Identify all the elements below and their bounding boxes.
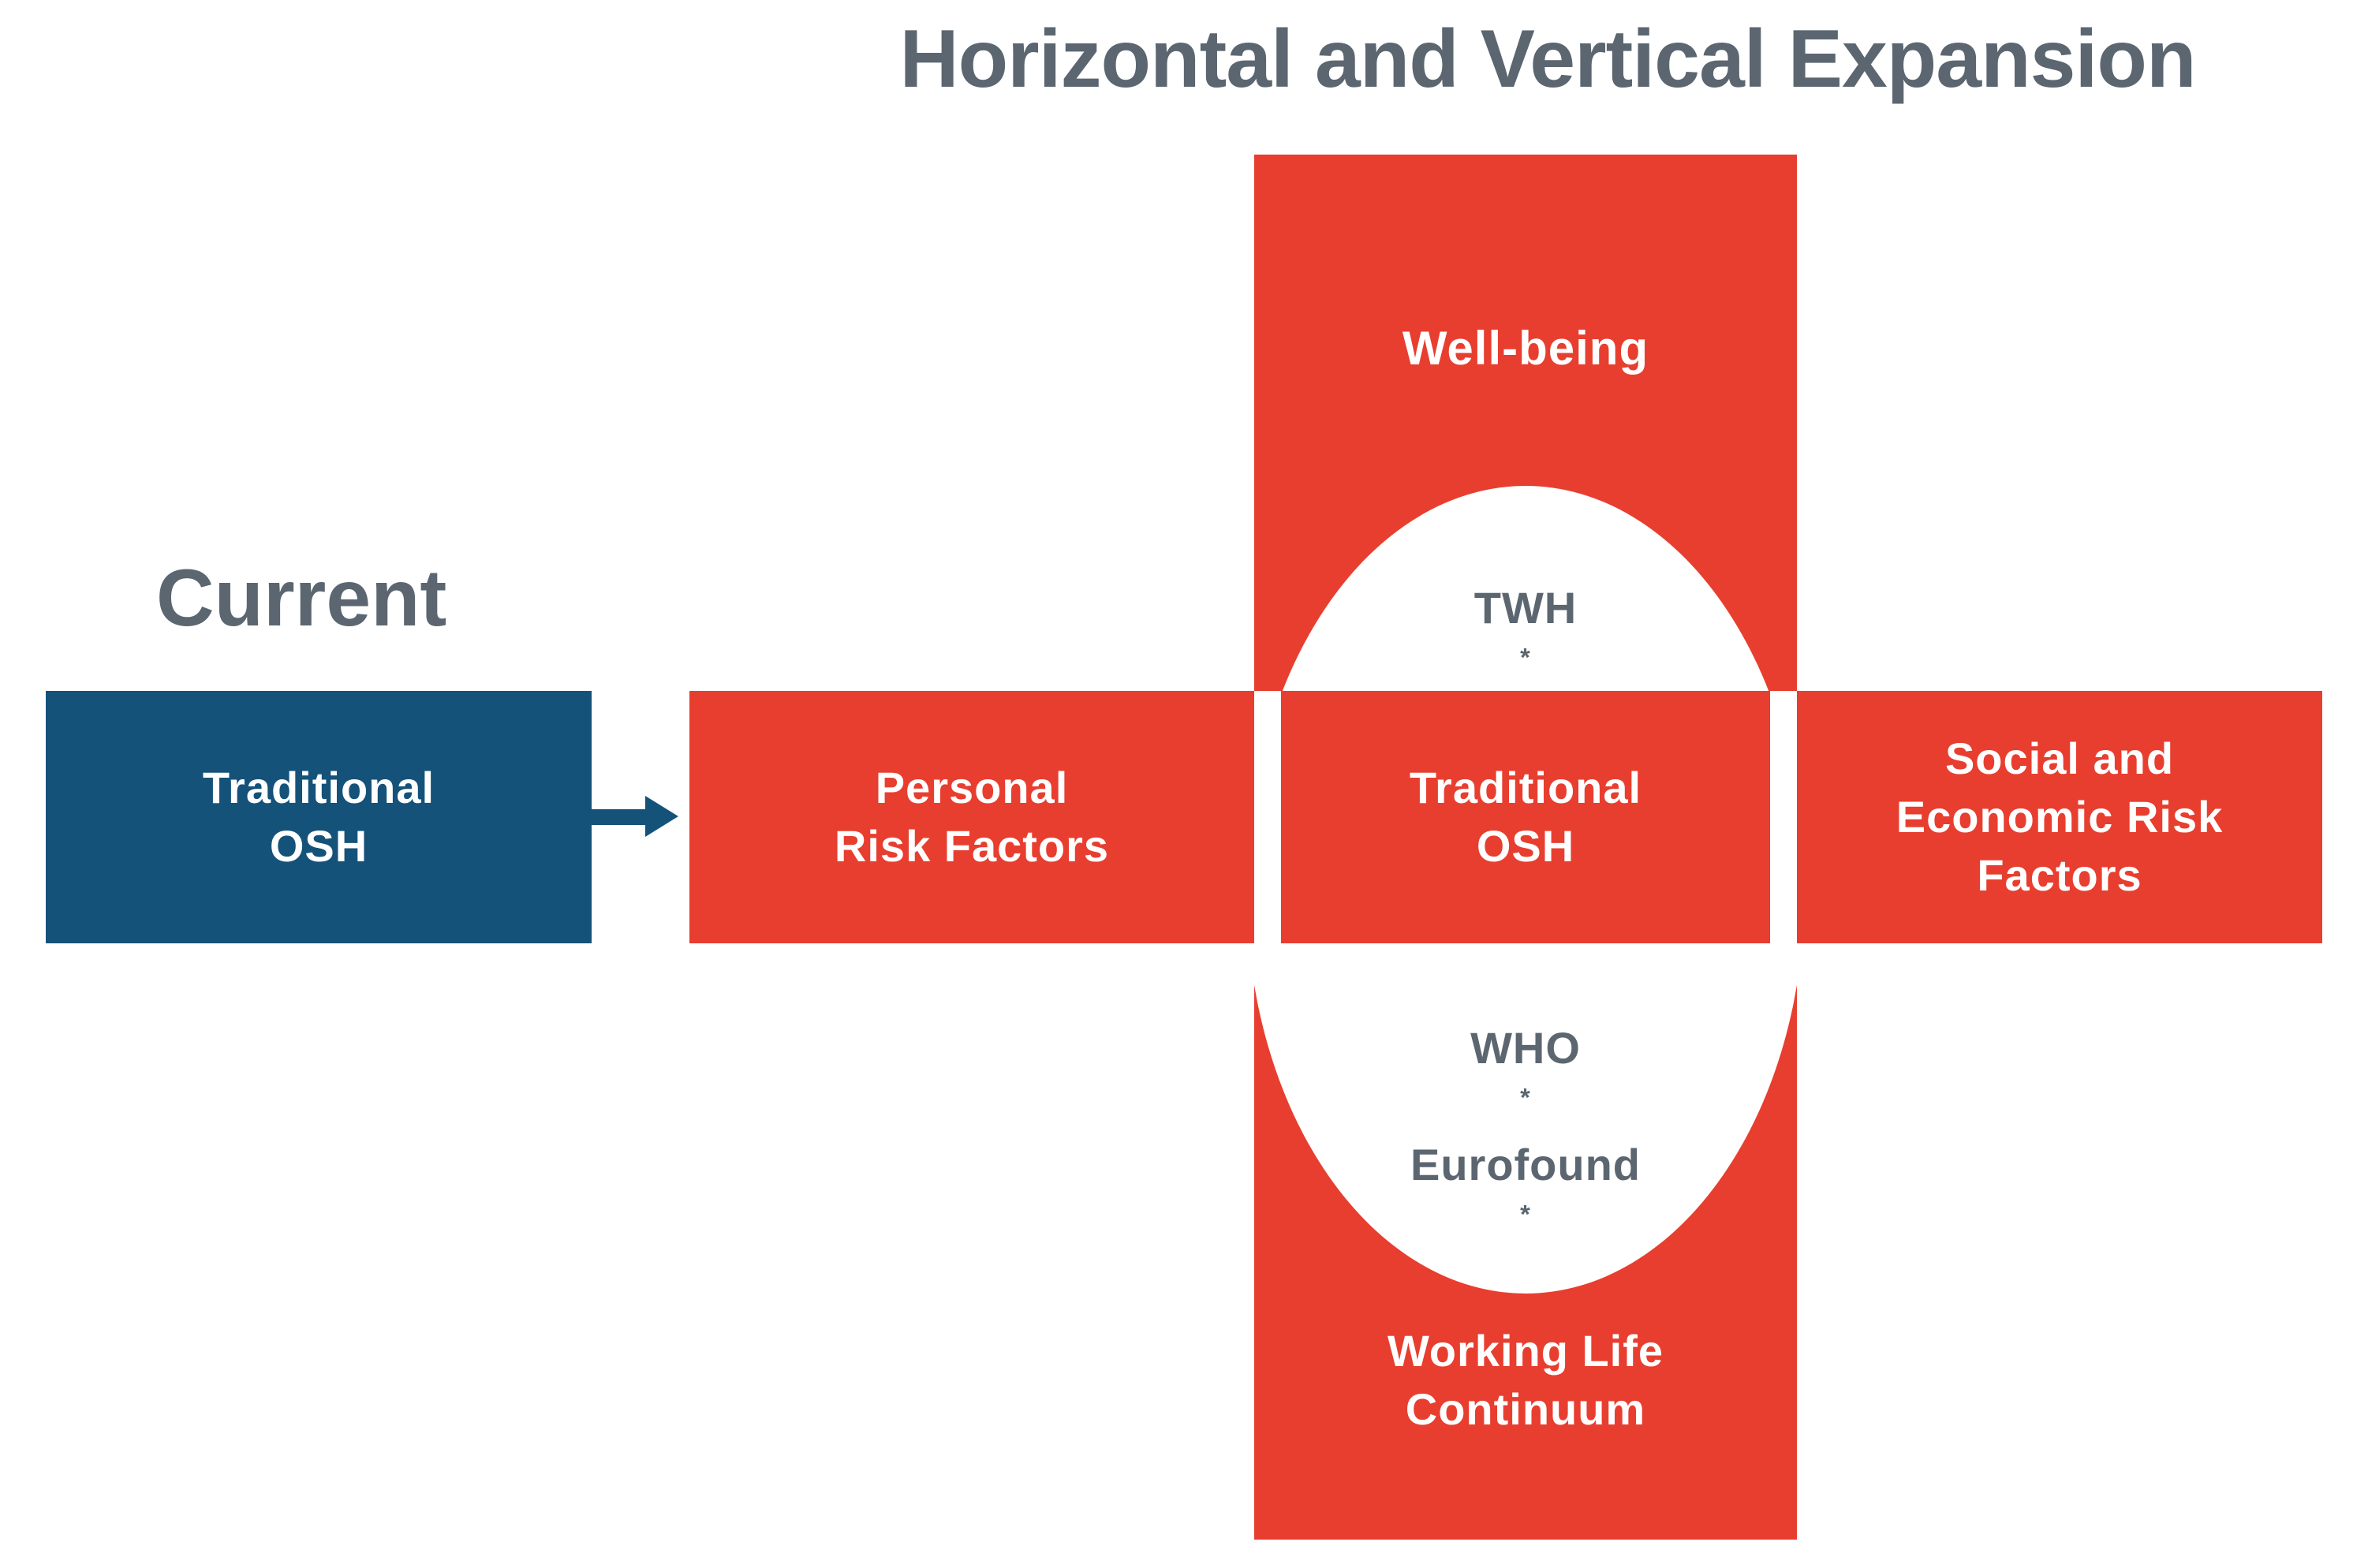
traditional-osh-current-label: Traditional OSH — [202, 763, 435, 871]
who-eurofound-label: WHO* Eurofound* — [1410, 1023, 1642, 1229]
twh-asterisk: * — [1520, 643, 1531, 672]
right-arrow-icon — [590, 809, 648, 825]
personal-risk-factors-label: Personal Risk Factors — [834, 763, 1110, 871]
personal-risk-factors-box: Personal Risk Factors — [689, 691, 1254, 943]
traditional-osh-center-label: Traditional OSH — [1409, 763, 1642, 871]
wellbeing-label: Well-being — [1402, 322, 1649, 375]
bar-divider-left — [1254, 691, 1281, 943]
twh-label: TWH* — [1473, 583, 1578, 672]
who-asterisk: * — [1520, 1083, 1531, 1112]
social-economic-risk-factors-box: Social and Economic Risk Factors — [1797, 691, 2322, 943]
working-life-continuum-label: Working Life Continuum — [1387, 1326, 1664, 1434]
eurofound-asterisk: * — [1520, 1200, 1531, 1229]
traditional-osh-current-box: Traditional OSH — [46, 691, 592, 943]
page-title: Horizontal and Vertical Expansion — [899, 13, 2197, 105]
traditional-osh-center-box: Traditional OSH — [1281, 691, 1770, 943]
social-economic-risk-factors-label: Social and Economic Risk Factors — [1896, 734, 2224, 900]
current-heading: Current — [156, 553, 447, 643]
right-arrow-head-icon — [645, 796, 678, 837]
bar-divider-right — [1770, 691, 1797, 943]
